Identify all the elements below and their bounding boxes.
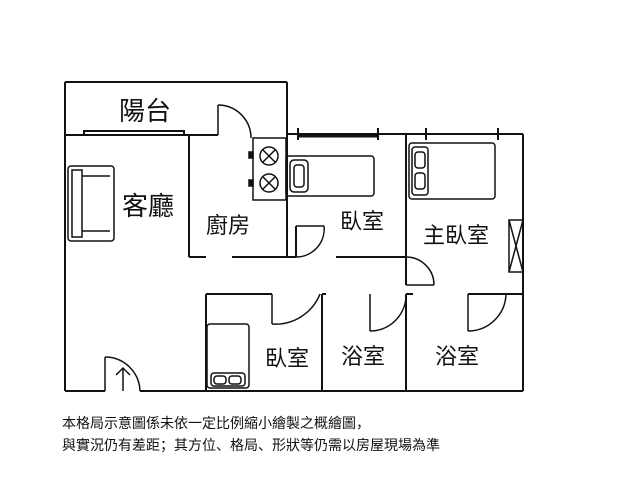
stove — [248, 137, 287, 201]
label-bathroom-right: 浴室 — [435, 345, 479, 370]
sofa — [67, 165, 115, 242]
door-swings — [104, 104, 507, 392]
balcony-wall — [65, 130, 218, 136]
label-bedroom-center: 臥室 — [340, 210, 384, 235]
disclaimer-line-2: 與實況仍有差距；其方位、格局、形狀等仍需以房屋現場為準 — [62, 438, 440, 454]
window-marks — [297, 128, 499, 140]
floor-plan: 陽台 客廳 廚房 臥室 主臥室 臥室 浴室 浴室 — [64, 81, 524, 392]
label-balcony: 陽台 — [119, 97, 171, 127]
label-bedroom-bottom: 臥室 — [265, 347, 309, 372]
label-kitchen: 廚房 — [206, 214, 250, 239]
label-bathroom-left: 浴室 — [341, 345, 385, 370]
wardrobe — [508, 219, 524, 273]
bed-center — [285, 155, 375, 197]
entrance-arrow-icon — [115, 366, 131, 391]
bed-bottom — [206, 323, 250, 389]
label-master-bedroom: 主臥室 — [423, 224, 489, 249]
interior-walls — [188, 134, 523, 391]
bed-master — [408, 142, 496, 200]
disclaimer-line-1: 本格局示意圖係未依一定比例縮小繪製之概繪圖， — [62, 416, 370, 432]
label-living-room: 客廳 — [122, 192, 174, 222]
